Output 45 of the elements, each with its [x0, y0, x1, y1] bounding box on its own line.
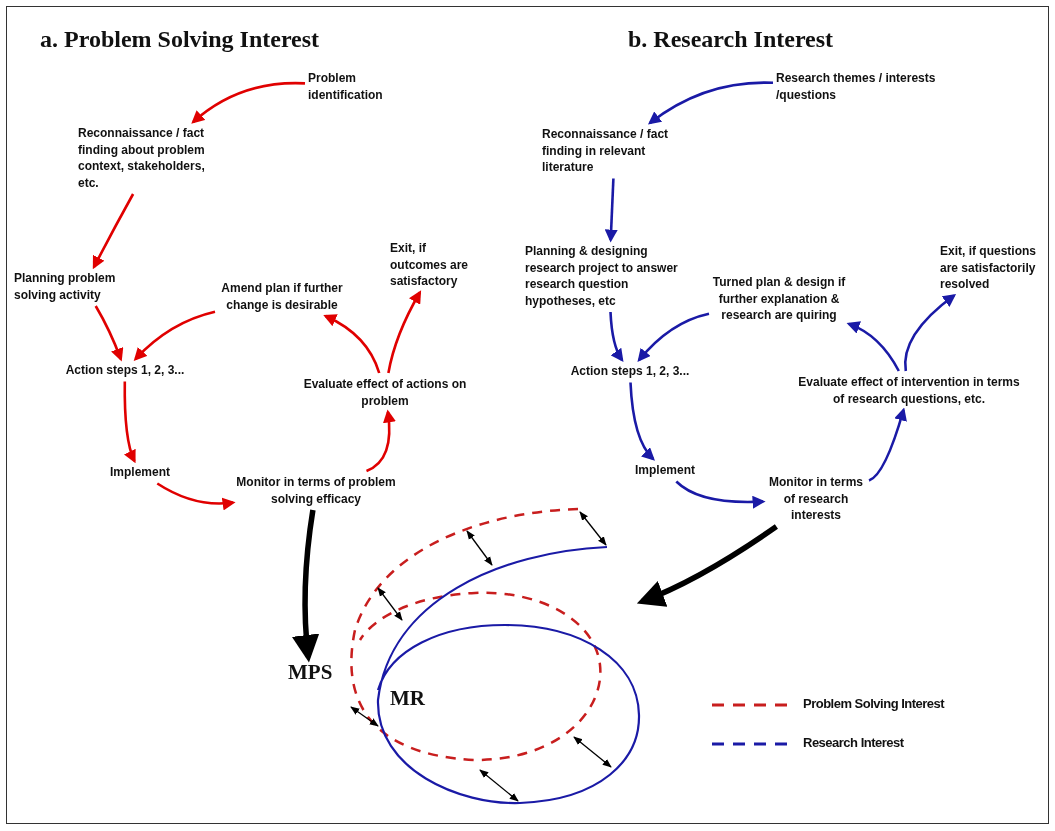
step-text: Monitor in terms of research interests	[766, 474, 866, 524]
step-text: Reconnaissance / fact finding in relevant literature	[542, 126, 687, 176]
arrow	[365, 409, 396, 473]
arrow	[903, 293, 957, 372]
arrow	[123, 381, 137, 464]
legend-label: Research Interest	[803, 735, 904, 750]
step-text: Planning & designing research project to answer research question hypotheses, etc	[525, 243, 693, 309]
model-label: MR	[390, 686, 425, 711]
arrow	[94, 305, 124, 362]
model-label: MPS	[288, 660, 333, 685]
step-text: Action steps 1, 2, 3...	[565, 363, 695, 380]
arrow	[868, 407, 907, 482]
arrow	[675, 480, 766, 509]
spiral-drawing	[350, 507, 641, 805]
step-text: Monitor in terms of problem solving efficacy	[236, 474, 396, 507]
step-text: Reconnaissance / fact finding about problem context, stakeholders, etc.	[78, 125, 228, 191]
arrow	[92, 193, 135, 270]
step-text: Implement	[620, 462, 710, 479]
step-text: Exit, if outcomes are satisfactory	[390, 240, 482, 290]
step-text: Evaluate effect of intervention in terms of research questions, etc.	[798, 374, 1020, 407]
step-text: Evaluate effect of actions on problem	[302, 376, 468, 409]
step-text: Turned plan & design if further explanation & research are quiring	[712, 274, 846, 324]
step-text: Amend plan if further change is desirable	[218, 280, 346, 313]
step-text: Planning problem solving activity	[14, 270, 154, 303]
arrow	[846, 321, 900, 372]
step-text: Action steps 1, 2, 3...	[60, 362, 190, 379]
section-heading: b. Research Interest	[628, 26, 834, 53]
arrow	[156, 482, 236, 511]
step-text: Research themes / interests /questions	[776, 70, 946, 103]
arrow	[629, 382, 655, 461]
step-text: Problem identification	[308, 70, 418, 103]
arrow	[323, 314, 381, 374]
legend-label: Problem Solving Interest	[803, 696, 945, 711]
arrow	[292, 509, 320, 663]
arrow	[647, 81, 773, 125]
step-text: Exit, if questions are satisfactorily resolved	[940, 243, 1044, 293]
step-text: Implement	[95, 464, 185, 481]
arrow	[387, 290, 422, 374]
arrow	[609, 311, 624, 363]
arrow	[636, 524, 778, 607]
section-heading: a. Problem Solving Interest	[40, 26, 320, 53]
arrow	[133, 310, 216, 361]
arrow	[191, 81, 306, 124]
arrow	[637, 312, 710, 362]
arrow	[604, 178, 618, 243]
